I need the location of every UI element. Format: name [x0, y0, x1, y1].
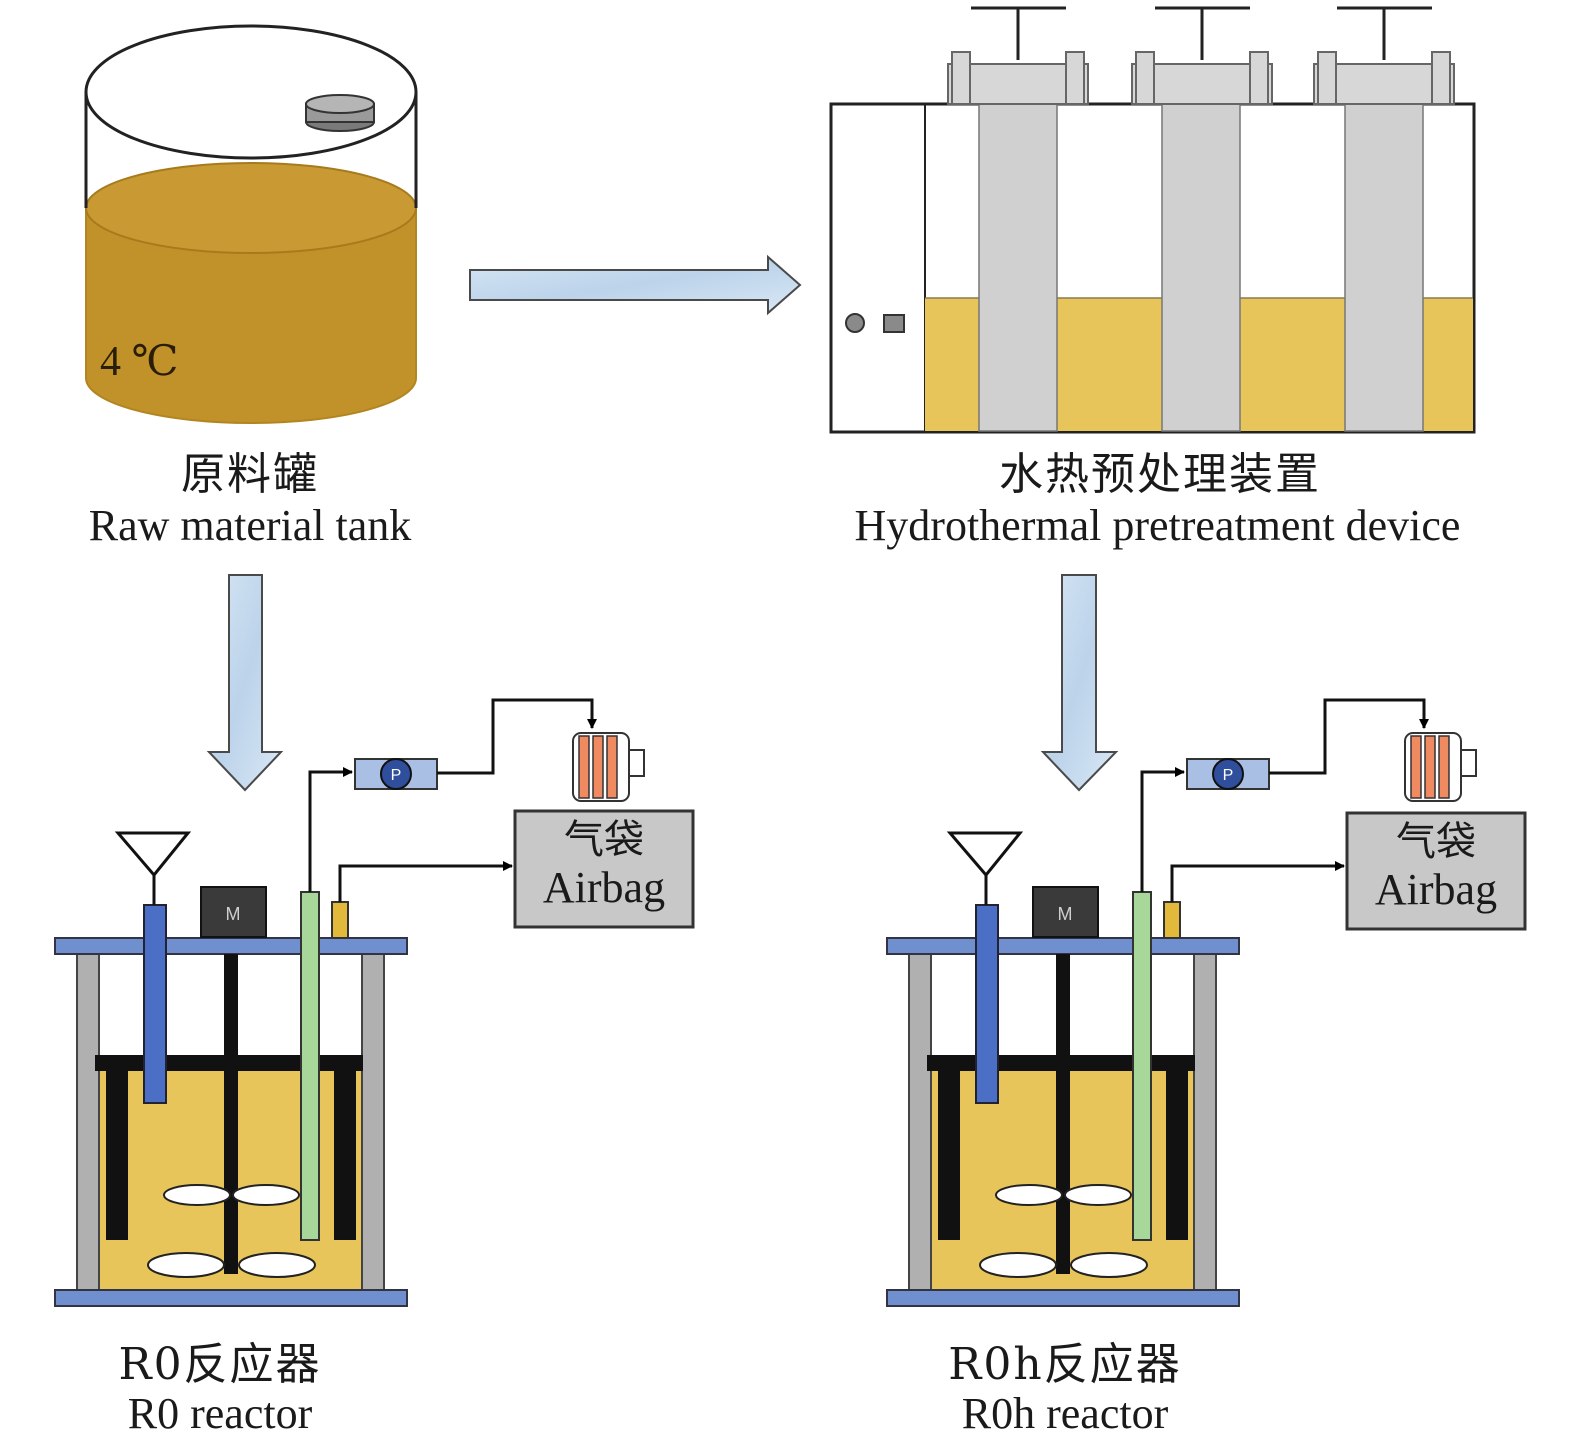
r0h-airbag-label-zh: 气袋: [1396, 819, 1476, 865]
r0-motor-label: M: [226, 904, 241, 924]
pretreatment-label-en: Hydrothermal pretreatment device: [854, 501, 1461, 550]
device-button: [883, 314, 905, 333]
r0-feed-funnel: [114, 831, 192, 878]
arrow-tank-to-r0: [206, 574, 284, 792]
r0-reactor-assembly: [54, 698, 695, 1307]
r0-gas-meter: [572, 732, 645, 802]
tank-top-rim: [84, 24, 418, 160]
tank-label-en: Raw material tank: [88, 501, 412, 550]
r0-stirrer-shaft: [224, 954, 238, 1274]
r0h-feed-funnel: [946, 831, 1024, 878]
r0-airbag-label-zh: 气袋: [564, 817, 644, 863]
hydrothermal-device: [829, 6, 1476, 434]
r0h-label-zh: R0h反应器: [948, 1339, 1182, 1390]
tank-liquid-body: [85, 207, 417, 424]
r0-airbag: 气袋 Airbag: [515, 818, 693, 914]
r0h-base: [886, 1289, 1240, 1307]
r0-airbag-label-en: Airbag: [542, 863, 666, 912]
r0-motor: [200, 886, 267, 938]
r0h-airbag: 气袋 Airbag: [1347, 820, 1525, 916]
r0-impeller-upper: [163, 1184, 300, 1206]
arrow-device-to-r0h: [1040, 574, 1119, 792]
r0-impeller-lower: [147, 1252, 316, 1278]
raw-material-tank: [84, 24, 418, 424]
r0h-feed-probe: [975, 904, 999, 1104]
pressure-vessel-1: [947, 6, 1089, 432]
pressure-vessel-2: [1131, 6, 1273, 432]
r0h-impeller-lower: [979, 1252, 1148, 1278]
r0-base: [54, 1289, 408, 1307]
r0-lid: [54, 937, 408, 955]
r0-label-en: R0 reactor: [127, 1389, 313, 1438]
tank-liquid-surface: [85, 162, 417, 254]
r0h-motor-label: M: [1058, 904, 1073, 924]
r0-airbag-box: [513, 809, 695, 929]
r0h-impeller-upper: [995, 1184, 1132, 1206]
r0-gas-probe: [300, 891, 320, 1241]
r0-label-zh: R0反应器: [118, 1339, 322, 1390]
arrow-tank-to-pretreatment: [469, 254, 802, 316]
r0h-airbag-box: [1345, 811, 1527, 931]
r0h-lid: [886, 937, 1240, 955]
pressure-vessel-3: [1313, 6, 1455, 432]
r0-outlet-port: [331, 901, 349, 939]
r0h-pump: [1186, 758, 1270, 790]
pretreatment-label-zh: 水热预处理装置: [999, 449, 1321, 500]
r0h-gas-probe: [1132, 891, 1152, 1241]
r0h-motor: [1032, 886, 1099, 938]
r0h-outlet-port: [1163, 901, 1181, 939]
r0h-gas-meter: [1404, 732, 1477, 802]
tank-cap: [305, 94, 375, 114]
device-knob: [845, 313, 865, 333]
r0h-reactor-assembly: [886, 698, 1527, 1307]
r0-feed-probe: [143, 904, 167, 1104]
r0h-label-en: R0h reactor: [961, 1389, 1169, 1438]
r0h-airbag-label-en: Airbag: [1374, 865, 1498, 914]
tank-label-zh: 原料罐: [181, 449, 319, 500]
r0h-pump-label: P: [1223, 767, 1234, 784]
r0h-stirrer-shaft: [1056, 954, 1070, 1274]
tank-temperature: 4 ℃: [100, 339, 178, 385]
r0-pump-label: P: [391, 767, 402, 784]
